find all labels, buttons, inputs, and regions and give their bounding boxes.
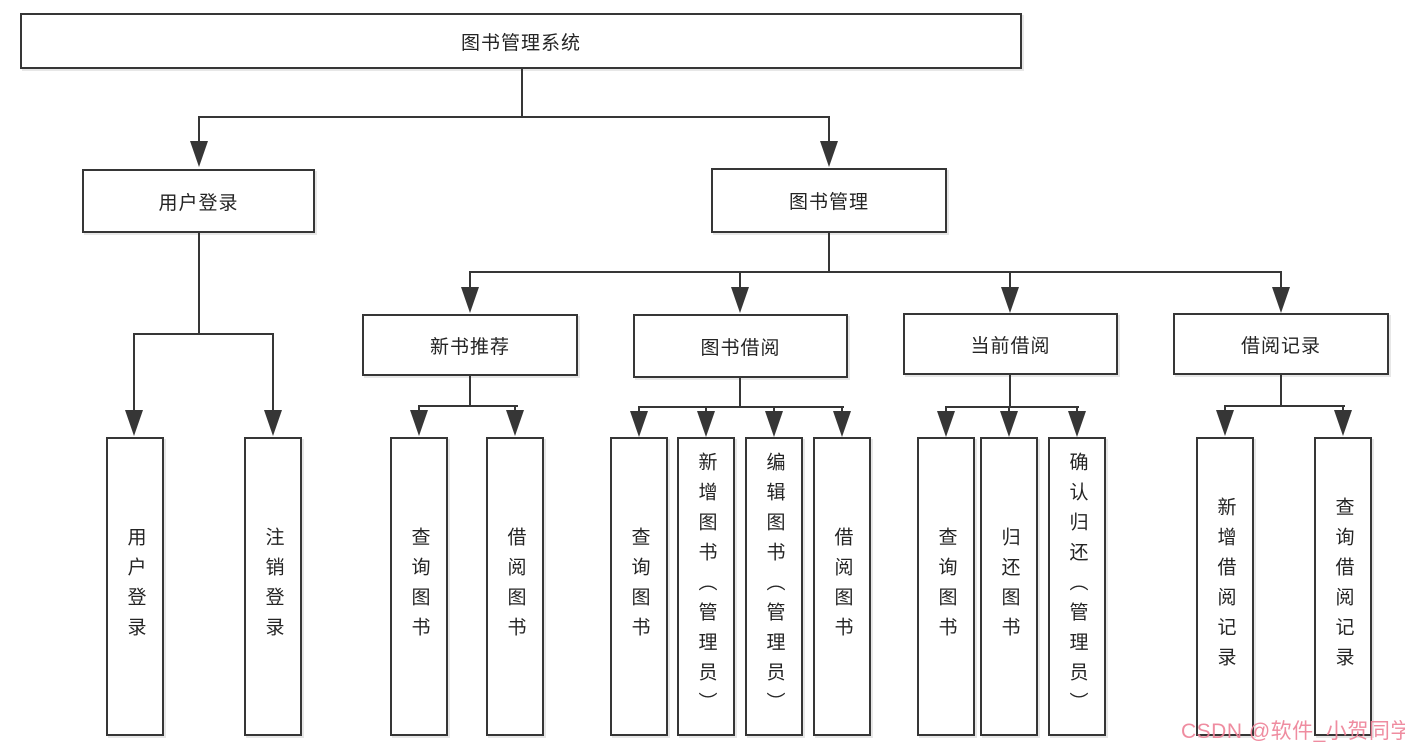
arrowhead-icon: [765, 411, 783, 437]
node-borrowing-records: 借阅记录: [1173, 313, 1389, 375]
node-current-borrowing: 当前借阅: [903, 313, 1118, 375]
arrowhead-icon: [506, 410, 524, 436]
leaf-logout: 注销登录: [244, 437, 302, 736]
arrowhead-icon: [461, 287, 479, 313]
connector-line: [1009, 271, 1011, 291]
leaf-add-books-admin: 新增图书（管理员）: [677, 437, 735, 736]
node-new-book-recommend: 新书推荐: [362, 314, 578, 376]
arrowhead-icon: [630, 411, 648, 437]
connector-line: [198, 116, 200, 146]
arrowhead-icon: [1272, 287, 1290, 313]
arrowhead-icon: [820, 141, 838, 167]
leaf-add-borrow-record: 新增借阅记录: [1196, 437, 1254, 736]
arrowhead-icon: [125, 410, 143, 436]
connector-line: [1009, 375, 1011, 408]
connector-line: [739, 271, 741, 291]
leaf-user-login: 用户登录: [106, 437, 164, 736]
arrowhead-icon: [1001, 287, 1019, 313]
connector-line: [945, 406, 1079, 408]
connector-line: [469, 376, 471, 407]
arrowhead-icon: [410, 410, 428, 436]
node-user-login: 用户登录: [82, 169, 315, 233]
arrowhead-icon: [1068, 411, 1086, 437]
arrowhead-icon: [1334, 410, 1352, 436]
leaf-query-books-recommend: 查询图书: [390, 437, 448, 736]
connector-line: [521, 69, 523, 118]
connector-line: [198, 116, 830, 118]
connector-line: [1224, 405, 1345, 407]
leaf-edit-books-admin: 编辑图书（管理员）: [745, 437, 803, 736]
connector-line: [198, 233, 200, 335]
arrowhead-icon: [731, 287, 749, 313]
arrowhead-icon: [264, 410, 282, 436]
node-root-library-system: 图书管理系统: [20, 13, 1022, 69]
connector-line: [1280, 271, 1282, 291]
leaf-query-books-borrowing: 查询图书: [610, 437, 668, 736]
leaf-borrow-books-recommend: 借阅图书: [486, 437, 544, 736]
arrowhead-icon: [190, 141, 208, 167]
connector-line: [739, 378, 741, 408]
arrowhead-icon: [1216, 410, 1234, 436]
connector-line: [418, 405, 518, 407]
connector-line: [469, 271, 1282, 273]
leaf-query-books-current: 查询图书: [917, 437, 975, 736]
connector-line: [272, 333, 274, 413]
node-book-borrowing: 图书借阅: [633, 314, 848, 378]
arrowhead-icon: [1000, 411, 1018, 437]
connector-line: [638, 406, 844, 408]
arrowhead-icon: [697, 411, 715, 437]
leaf-return-books: 归还图书: [980, 437, 1038, 736]
connector-line: [469, 271, 471, 291]
arrowhead-icon: [937, 411, 955, 437]
leaf-query-borrow-record: 查询借阅记录: [1314, 437, 1372, 736]
connector-line: [133, 333, 274, 335]
connector-line: [828, 116, 830, 146]
connector-line: [1280, 375, 1282, 407]
connector-line: [133, 333, 135, 413]
leaf-confirm-return-admin: 确认归还（管理员）: [1048, 437, 1106, 736]
arrowhead-icon: [833, 411, 851, 437]
connector-line: [828, 233, 830, 273]
leaf-borrow-books: 借阅图书: [813, 437, 871, 736]
csdn-watermark: CSDN @软件_小贺同学: [1181, 720, 1405, 743]
node-book-management: 图书管理: [711, 168, 947, 233]
